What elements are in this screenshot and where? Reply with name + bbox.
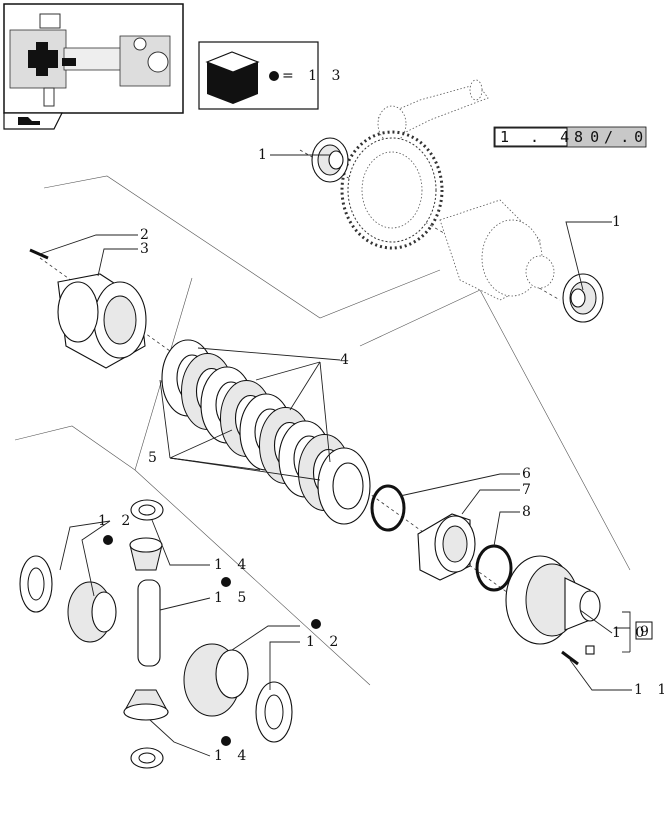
o-ring-6 <box>370 484 406 532</box>
assembly-frame-lines <box>14 175 631 686</box>
reference-link[interactable]: 1 . 4 0 . 8 / 0 6 <box>493 126 664 148</box>
callout-6: 6 <box>522 466 536 482</box>
differential-case <box>505 555 601 645</box>
bullet-icon <box>221 736 231 746</box>
callout-11: 1 1 <box>634 682 664 698</box>
callout-14b: 1 4 <box>214 748 251 764</box>
cross-shaft <box>137 579 161 667</box>
callout-14a: 1 4 <box>214 557 251 573</box>
kit-bullets <box>103 535 321 746</box>
side-gear-right <box>183 643 249 717</box>
kit-box: KIT KIT = 1 3 <box>198 4 345 131</box>
clutch-disc-bore <box>332 462 364 510</box>
axle-thumbnail-icon <box>3 3 184 114</box>
callout-3: 3 <box>140 241 154 257</box>
bottom-washer <box>130 747 164 769</box>
ring-gear <box>340 130 444 250</box>
callout-12b: 1 2 <box>306 634 343 650</box>
clutch-disc-pack <box>161 339 371 525</box>
top-washer <box>130 499 164 521</box>
thrust-washer-left <box>19 555 53 613</box>
callout-labels: 1 1 2 3 4 5 6 7 8 9 1 0 1 1 1 2 1 2 1 4 … <box>98 147 664 764</box>
callout-10: 1 0 <box>612 625 649 641</box>
reference-code-a: 1 . 4 0 . <box>500 128 635 146</box>
bevel-gear-bottom <box>123 689 169 721</box>
bullet-icon <box>269 71 279 81</box>
bullet-icon <box>103 535 113 545</box>
callout-7: 7 <box>522 482 536 498</box>
callout-1a: 1 <box>258 147 272 163</box>
callout-2: 2 <box>140 227 154 243</box>
kit-label-right: KIT <box>235 4 252 18</box>
bearing-cup-7 <box>417 513 476 581</box>
kit-label-left: KIT <box>210 117 227 131</box>
callout-9-box <box>635 621 653 640</box>
leader-lines <box>39 154 632 757</box>
callout-1b: 1 <box>612 214 626 230</box>
clutch-housing <box>57 273 147 369</box>
bullet-icon <box>221 577 231 587</box>
side-gear-left <box>67 581 117 643</box>
bearing-right <box>562 273 604 323</box>
arrow-icon <box>3 112 63 130</box>
bevel-gear-top <box>129 537 163 571</box>
callout-5: 5 <box>148 450 162 466</box>
kit-bullet-ref: = 1 3 <box>282 68 345 84</box>
pinion-shaft <box>377 79 489 143</box>
o-ring-8 <box>475 544 513 592</box>
callout-15: 1 5 <box>214 590 251 606</box>
thrust-washer-right <box>255 681 293 743</box>
callout-4: 4 <box>340 352 354 368</box>
bullet-icon <box>311 619 321 629</box>
callout-8: 8 <box>522 504 536 520</box>
bolt <box>561 645 595 666</box>
reference-code-b: 8 / 0 6 <box>574 128 664 146</box>
callout-9: 9 <box>640 624 654 640</box>
kit-box-icon: KIT KIT <box>205 4 260 131</box>
callout-12a: 1 2 <box>98 513 135 529</box>
differential-housing <box>439 199 555 301</box>
bearing-upper <box>311 137 349 183</box>
pin <box>29 248 49 260</box>
